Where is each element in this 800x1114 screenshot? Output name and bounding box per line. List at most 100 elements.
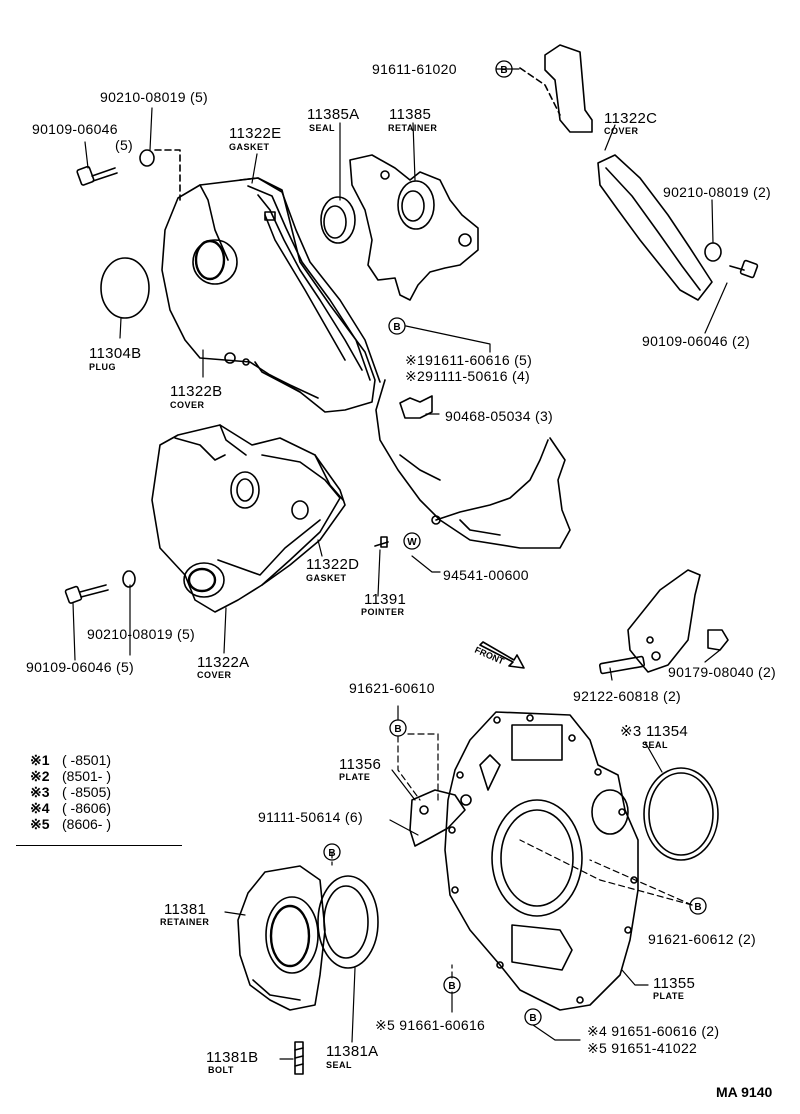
part-label-11381b: 11381B <box>206 1049 259 1066</box>
bubble-marker <box>689 897 707 915</box>
part-sub-seal: SEAL <box>309 123 336 133</box>
bolt-11381b-drawing <box>294 1041 304 1075</box>
part-sub-gasket: GASKET <box>306 573 347 583</box>
part-sub-cover: COVER <box>170 400 205 410</box>
bubble-letter: B <box>393 322 400 333</box>
part-label-91621-60610: 91621-60610 <box>349 680 435 696</box>
bubble-letter: B <box>694 902 701 913</box>
part-label-11354: ※3 11354 <box>620 723 689 740</box>
part-label-90468-05034: 90468-05034 (3) <box>445 408 554 424</box>
part-label-91661-60616: ※5 91661-60616 <box>375 1017 486 1033</box>
legend-row: ※4 ( -8606) <box>30 800 111 816</box>
legend-row: ※2 (8501- ) <box>30 768 111 784</box>
part-label-11322e: 11322E <box>229 125 282 142</box>
end-plate-drawing <box>444 711 639 1011</box>
legend-range: (8501- ) <box>62 768 112 784</box>
part-sub-cover: COVER <box>197 670 232 680</box>
part-label-11322b: 11322B <box>170 383 223 400</box>
bubble-letter: B <box>500 65 507 76</box>
part-label-91651-60616: ※4 91651-60616 (2) <box>587 1023 720 1039</box>
part-label-11322c: 11322C <box>604 110 658 127</box>
timing-cover-lower-drawing <box>151 424 346 613</box>
gasket-lower-drawing <box>261 454 341 586</box>
part-sub-cover: COVER <box>604 126 639 136</box>
legend-row: ※1 ( -8501) <box>30 752 111 768</box>
part-sub-qty: (5) <box>115 137 134 153</box>
bubble-marker <box>443 976 461 994</box>
part-label-90210-08019-5: 90210-08019 (5) <box>87 626 196 642</box>
legend-range: ( -8505) <box>62 784 112 800</box>
legend-range: ( -8606) <box>62 800 112 816</box>
pointer-drawing <box>374 536 389 548</box>
part-label-90109-06046-2: 90109-06046 (2) <box>642 333 751 349</box>
part-label-91611-61020: 91611-61020 <box>372 61 457 77</box>
bubble-letter: B <box>328 848 335 859</box>
part-label-11356: 11356 <box>339 756 382 773</box>
part-label-90210-08019-2: 90210-08019 (2) <box>663 184 772 200</box>
legend-mark: ※3 <box>30 784 50 800</box>
seal-11354-drawing <box>643 767 719 861</box>
production-date-legend: ※1 ( -8501) ※2 (8501- ) ※3 ( -8505) ※4 ( -86… <box>30 752 111 832</box>
legend-range: ( -8501) <box>62 752 112 768</box>
part-sub-plug: PLUG <box>89 362 117 372</box>
part-label-11322a: 11322A <box>197 654 250 671</box>
retainer-11385-drawing <box>349 154 479 301</box>
figure-code: MA 9140 <box>716 1084 773 1100</box>
front-arrow-drawing <box>479 641 525 669</box>
part-sub-bolt: BOLT <box>208 1065 234 1075</box>
bubble-letter: B <box>529 1013 536 1024</box>
part-label-91651-41022: ※5 91651-41022 <box>587 1040 698 1056</box>
bubble-marker-w <box>403 532 421 550</box>
bubble-letter: B <box>448 981 455 992</box>
bubble-marker <box>389 719 407 737</box>
bracket-top-right-drawing <box>519 44 593 133</box>
legend-mark: ※5 <box>30 816 50 832</box>
timing-cover-upper-drawing <box>161 177 376 413</box>
legend-divider <box>16 845 182 846</box>
seal-11381a-drawing <box>317 875 379 969</box>
bolt-washer-upper-left-drawing <box>76 149 181 201</box>
part-label-11391: 11391 <box>364 591 407 608</box>
part-sub-retainer: RETAINER <box>388 123 438 133</box>
legend-mark: ※2 <box>30 768 50 784</box>
legend-mark: ※4 <box>30 800 50 816</box>
part-sub-seal: SEAL <box>326 1060 353 1070</box>
plug-disc-drawing <box>100 257 150 319</box>
retainer-11381-drawing <box>237 865 326 1011</box>
gasket-upper-drawing <box>239 177 381 383</box>
part-label-92122-60818: 92122-60818 (2) <box>573 688 682 704</box>
part-label-91111-50616: ※291111-50616 (4) <box>405 368 531 384</box>
engine-block-section-drawing <box>375 379 571 549</box>
bubble-marker <box>323 843 341 861</box>
part-label-11304b: 11304B <box>89 345 142 362</box>
legend-mark: ※1 <box>30 752 50 768</box>
part-label-90109-06046-5: 90109-06046 (5) <box>26 659 135 675</box>
front-label: FRONT <box>473 645 506 667</box>
part-sub-seal: SEAL <box>642 740 669 750</box>
seal-11385a-drawing <box>320 196 356 244</box>
part-label-90210-08019: 90210-08019 (5) <box>100 89 209 105</box>
part-sub-pointer: POINTER <box>361 607 405 617</box>
cover-11322c-drawing <box>597 154 759 301</box>
part-label-90109-06046: 90109-06046 <box>32 121 118 137</box>
bubble-marker <box>524 1008 542 1026</box>
bubble-marker <box>388 317 406 335</box>
part-label-11385a: 11385A <box>307 106 360 123</box>
bubble-markers <box>323 60 707 1026</box>
part-label-11381a: 11381A <box>326 1043 379 1060</box>
part-label-94541-00600: 94541-00600 <box>443 567 529 583</box>
part-sub-gasket: GASKET <box>229 142 270 152</box>
part-label-91111-50614: 91111-50614 (6) <box>258 809 363 825</box>
legend-range: (8606- ) <box>62 816 112 832</box>
part-label-11385: 11385 <box>389 106 432 123</box>
legend-row: ※5 (8606- ) <box>30 816 111 832</box>
part-label-11322d: 11322D <box>306 556 360 573</box>
part-sub-plate: PLATE <box>653 991 685 1001</box>
clip-drawing <box>399 395 433 419</box>
part-label-11355: 11355 <box>653 975 696 992</box>
part-sub-retainer: RETAINER <box>160 917 210 927</box>
legend-row: ※3 ( -8505) <box>30 784 111 800</box>
bubble-letter-w: W <box>407 537 417 548</box>
